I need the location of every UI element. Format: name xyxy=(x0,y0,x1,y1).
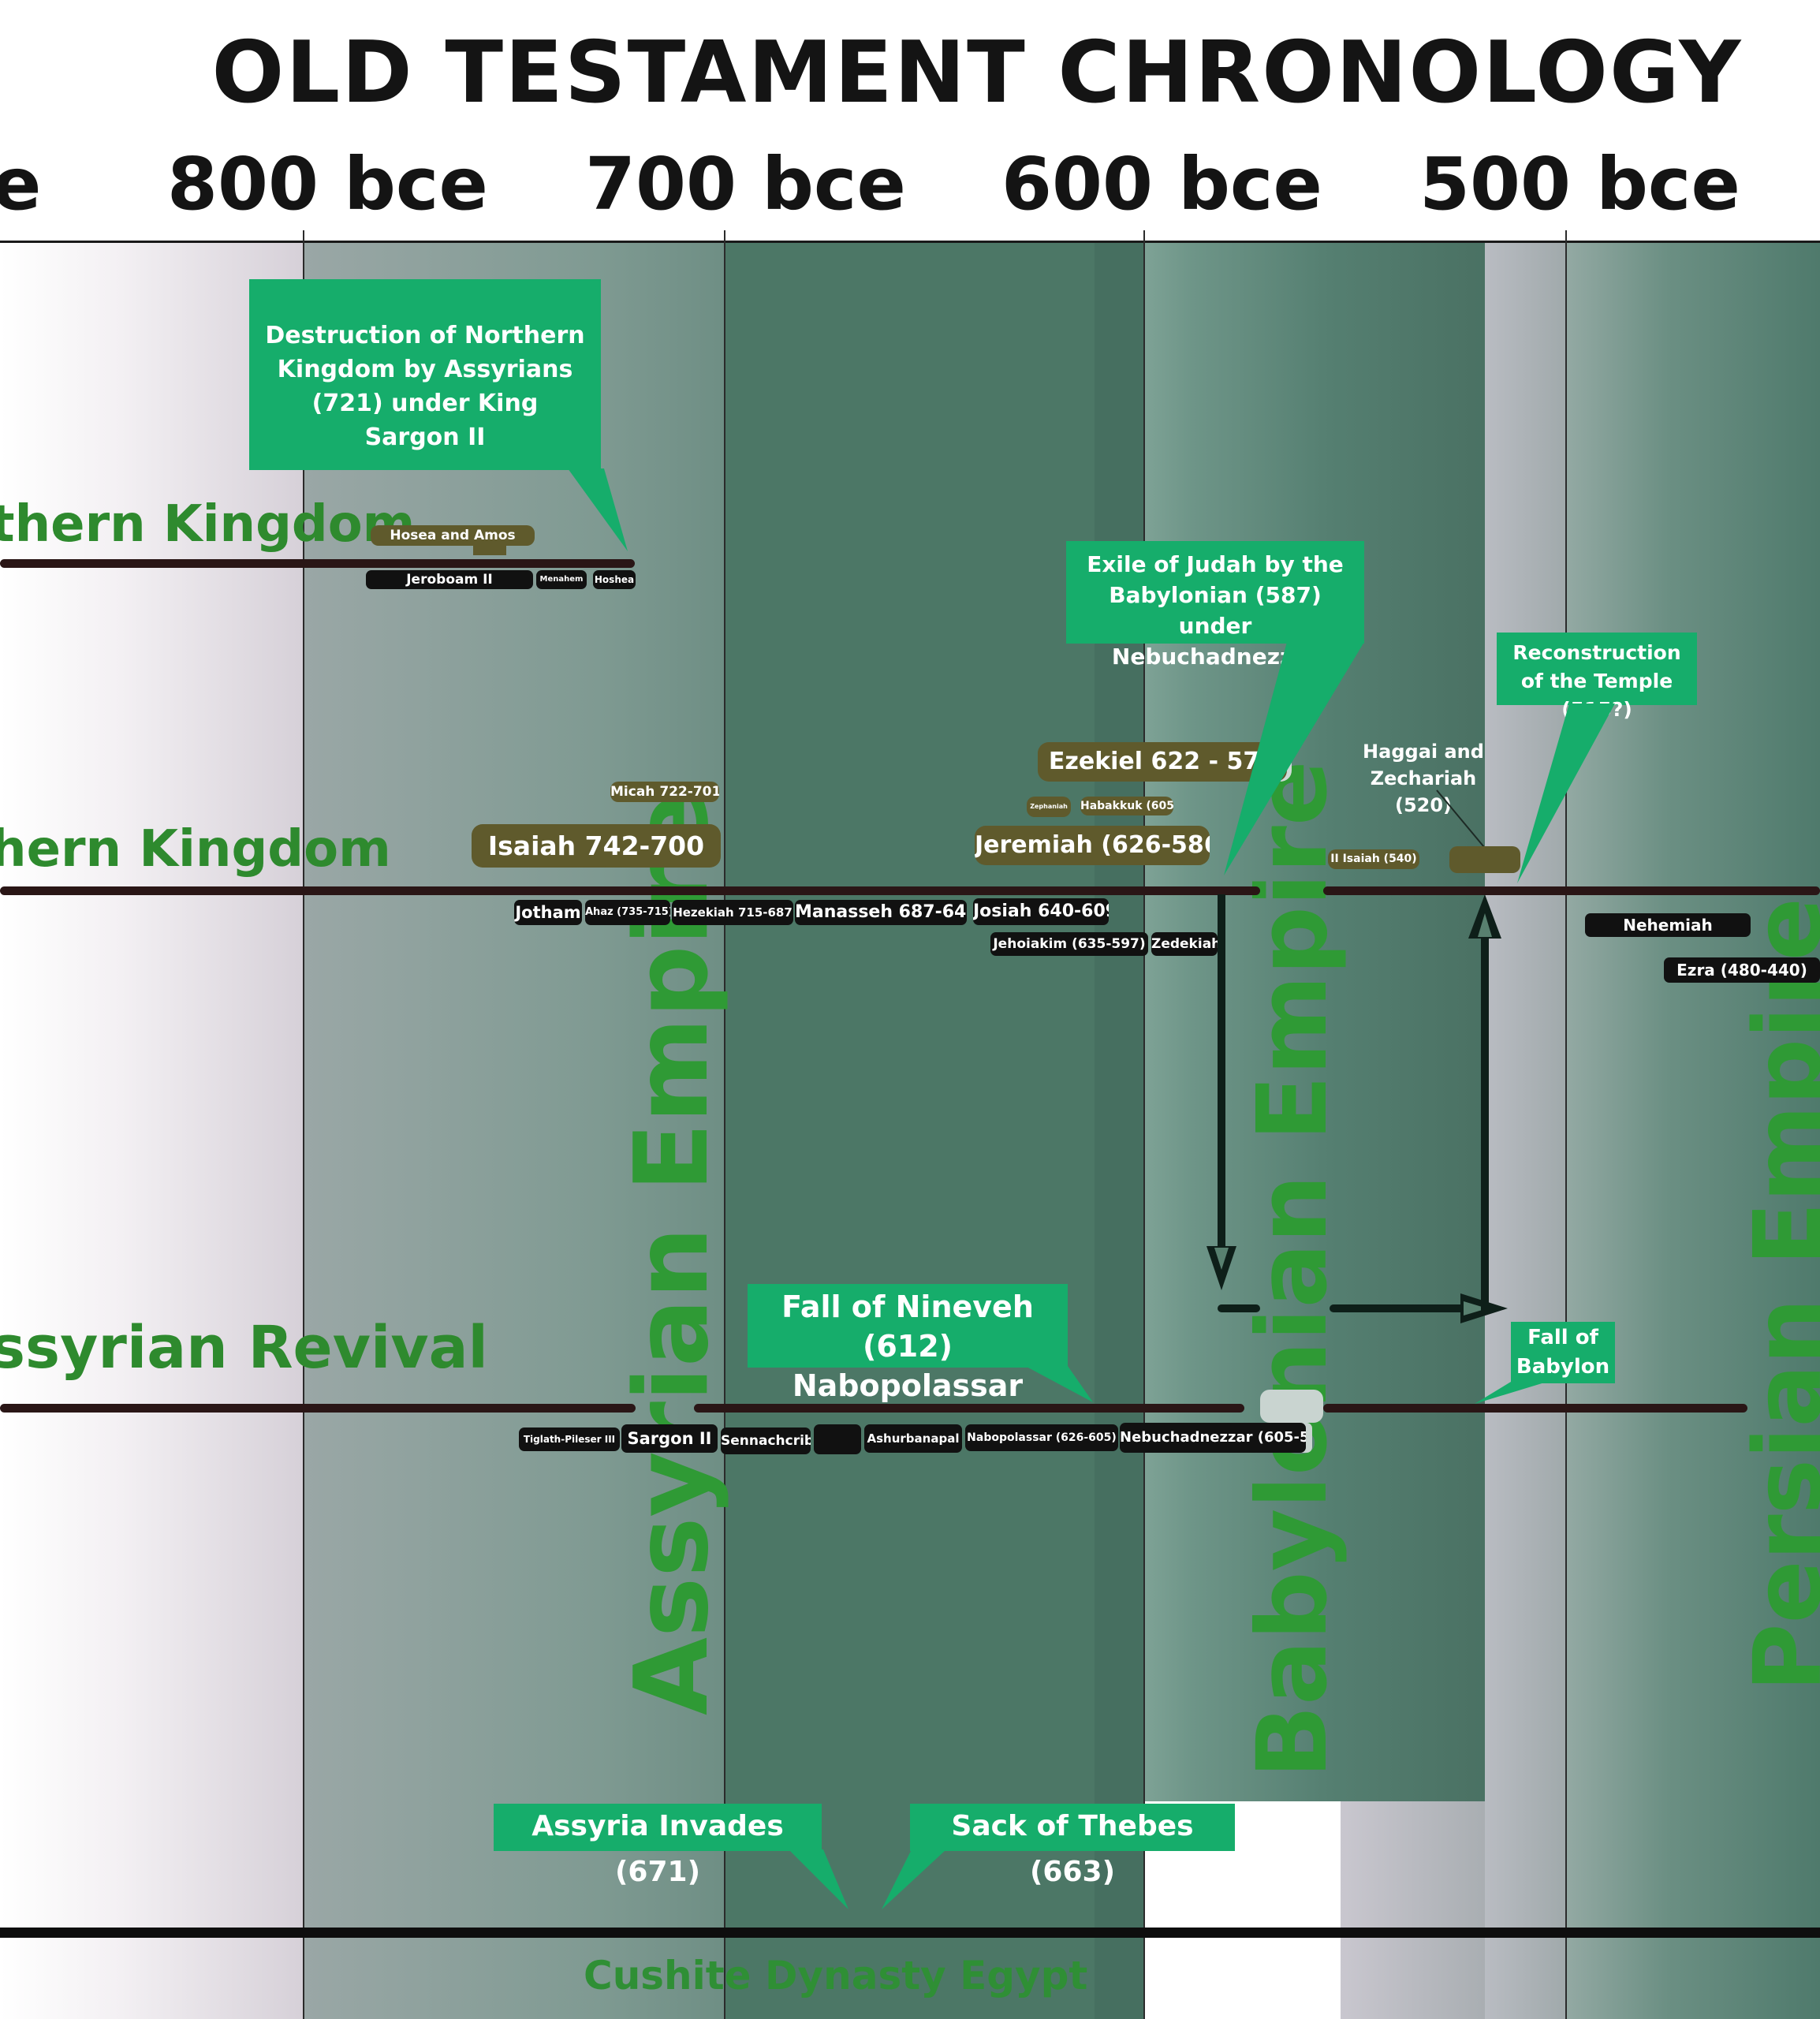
babylon-gap-marker xyxy=(1260,1390,1323,1423)
prophet-habakkuk: Habakkuk (605) xyxy=(1080,797,1173,815)
axis-label-800: 800 bce xyxy=(167,142,488,226)
king-hezekiah: Hezekiah 715-687 xyxy=(672,900,793,925)
time-axis xyxy=(0,241,1820,243)
persian-empire-band xyxy=(1567,243,1820,2019)
king-nabopolassar: Nabopolassar (626-605) xyxy=(965,1424,1118,1451)
king-menahem: Menahem xyxy=(536,570,587,589)
babylonian-empire-label: Babylonian Empire xyxy=(1236,760,1348,1778)
callout-babylon-fall-pointer xyxy=(1475,1382,1547,1404)
prophet-isaiah: Isaiah 742-700 xyxy=(472,824,721,868)
gridline-700 xyxy=(724,230,725,2019)
prophet-haggai-bar xyxy=(1449,846,1520,873)
callout-exile-pointer xyxy=(1224,642,1364,875)
assyrian-timeline-c xyxy=(1323,1404,1747,1413)
callout-assyria-invades: Assyria Invades (671) xyxy=(494,1804,822,1888)
prophet-hosea-amos: Hosea and Amos xyxy=(371,525,535,546)
page-title: OLD TESTAMENT CHRONOLOGY xyxy=(211,24,1743,122)
persian-gray-band xyxy=(1485,243,1567,2019)
haggai-leader-line xyxy=(1436,789,1485,848)
prophet-hosea-tab xyxy=(473,544,506,555)
callout-nineveh: Fall of Nineveh (612) Nabopolassar xyxy=(748,1284,1068,1403)
gridline-600 xyxy=(1143,230,1145,2019)
assyrian-timeline-b xyxy=(694,1404,1244,1413)
king-sargon-ii: Sargon II xyxy=(621,1424,718,1453)
return-timeline xyxy=(1323,886,1820,895)
king-ahaz: Ahaz (735-715) xyxy=(585,900,670,925)
persian-pre-gradient xyxy=(1341,1801,1485,2019)
king-nehemiah: Nehemiah xyxy=(1585,913,1751,937)
egypt-dynasty-label: Cushite Dynasty Egypt xyxy=(584,1953,1088,1998)
southern-kingdom-label: hern Kingdom xyxy=(0,820,391,879)
babylonian-dark-strip xyxy=(1095,243,1143,2019)
southern-kingdom-timeline xyxy=(0,886,1260,895)
northern-kingdom-label: thern Kingdom xyxy=(0,495,416,554)
king-tiglath-pileser: Tiglath-Pileser III xyxy=(519,1427,620,1451)
return-arrow-vertical xyxy=(1481,915,1489,1312)
king-manasseh: Manasseh 687-642 xyxy=(795,900,967,925)
king-jehoiakim: Jehoiakim (635-597) xyxy=(990,932,1148,956)
king-hoshea: Hoshea xyxy=(593,570,636,589)
pre-assyrian-gradient xyxy=(0,243,304,2019)
king-ezra: Ezra (480-440) xyxy=(1664,957,1820,983)
king-unnamed xyxy=(814,1424,861,1454)
king-jotham: Jotham xyxy=(514,900,582,925)
assyrian-core-band xyxy=(725,243,1143,2019)
callout-assyria-invades-pointer xyxy=(789,1849,848,1909)
exile-arrow-shaft xyxy=(1218,894,1225,1257)
return-arrow-horizontal xyxy=(1330,1304,1471,1312)
king-sennacherib: Sennachcrib xyxy=(721,1427,811,1454)
king-ashurbanapal: Ashurbanapal xyxy=(864,1424,962,1453)
callout-exile: Exile of Judah by the Babylonian (587) u… xyxy=(1066,541,1364,670)
assyrian-timeline-a xyxy=(0,1404,636,1413)
persian-empire-label: Persian Empire xyxy=(1733,898,1820,1692)
captivity-dash xyxy=(1218,1304,1260,1312)
axis-label-700: 700 bce xyxy=(585,142,906,226)
prophet-zephaniah: Zephaniah xyxy=(1027,797,1071,817)
prophet-second-isaiah: II Isaiah (540) xyxy=(1328,849,1419,869)
king-josiah: Josiah 640-609 xyxy=(973,898,1109,925)
callout-thebes-pointer xyxy=(882,1849,946,1909)
prophet-haggai-label: Haggai and Zechariah (520) xyxy=(1363,741,1484,816)
gridline-800 xyxy=(303,230,304,2019)
prophet-ezekiel: Ezekiel 622 - 570 xyxy=(1038,742,1287,782)
assyrian-empire-label: Assyrian Empire xyxy=(614,792,731,1715)
exile-arrow-head xyxy=(1206,1246,1236,1290)
northern-kingdom-timeline xyxy=(0,559,635,568)
axis-label-500: 500 bce xyxy=(1419,142,1740,226)
axis-label-600: 600 bce xyxy=(1001,142,1322,226)
gridline-500 xyxy=(1565,230,1567,2019)
babylonian-empire-band xyxy=(1095,243,1485,1801)
callout-babylon-fall: Fall of Babylon xyxy=(1511,1322,1615,1383)
return-arrow-head-up xyxy=(1468,894,1501,939)
egypt-timeline xyxy=(0,1928,1820,1938)
king-jeroboam-ii: Jeroboam II xyxy=(366,570,533,589)
callout-reconstruction: Reconstruction of the Temple (515?) xyxy=(1497,633,1697,721)
assyrian-revival-label: ssyrian Revival xyxy=(0,1314,488,1382)
callout-destruction-pointer xyxy=(568,468,628,551)
callout-destruction: Destruction of Northern Kingdom by Assyr… xyxy=(249,279,601,470)
prophet-jeremiah: Jeremiah (626-586) xyxy=(975,826,1210,865)
king-nebuchadnezzar: Nebuchadnezzar (605-562) xyxy=(1120,1423,1306,1453)
callout-thebes: Sack of Thebes (663) xyxy=(910,1804,1235,1888)
callout-reconstruction-pointer xyxy=(1517,703,1615,883)
callout-nineveh-pointer xyxy=(1025,1366,1093,1402)
prophet-micah: Micah 722-701 xyxy=(610,782,719,802)
axis-label-partial: e xyxy=(0,142,42,226)
king-zedekiah: Zedekiah xyxy=(1151,932,1218,956)
